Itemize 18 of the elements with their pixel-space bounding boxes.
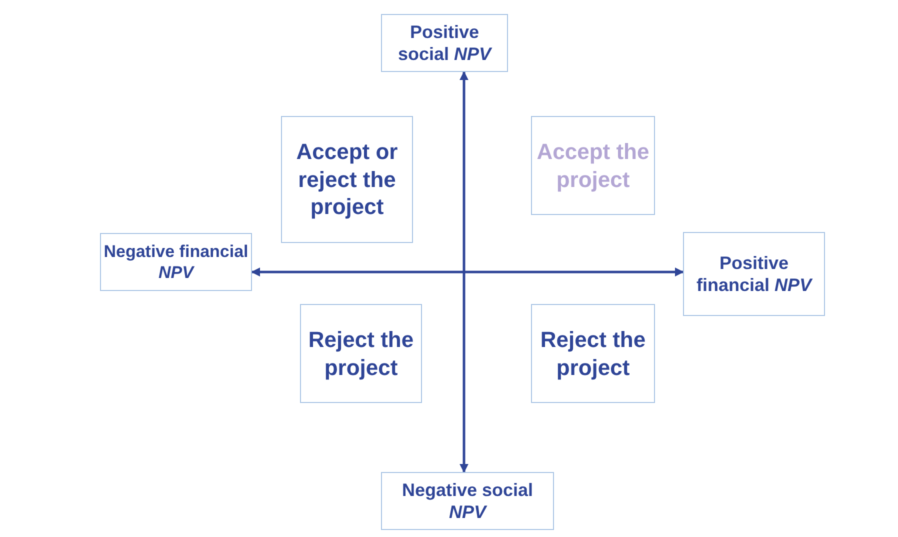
text-box bbox=[381, 472, 554, 530]
box-label: Positive financial NPV bbox=[695, 252, 814, 296]
text-box bbox=[100, 233, 252, 291]
text-box bbox=[531, 304, 655, 403]
text-box bbox=[300, 304, 422, 403]
box-label: Reject the project bbox=[539, 326, 647, 381]
text-box bbox=[683, 232, 825, 316]
box-label: Positive social NPV bbox=[396, 20, 494, 66]
box-label: Negative social NPV bbox=[400, 478, 534, 524]
axis-arrow bbox=[460, 71, 468, 473]
axis-arrow bbox=[251, 268, 684, 276]
text-box bbox=[381, 14, 508, 72]
text-box bbox=[531, 116, 655, 215]
box-label: Reject the project bbox=[307, 326, 415, 381]
text-box bbox=[281, 116, 413, 243]
box-label: Negative financial NPV bbox=[102, 240, 250, 284]
box-label: Accept or reject the project bbox=[295, 138, 399, 221]
box-label: Accept the project bbox=[536, 138, 650, 193]
